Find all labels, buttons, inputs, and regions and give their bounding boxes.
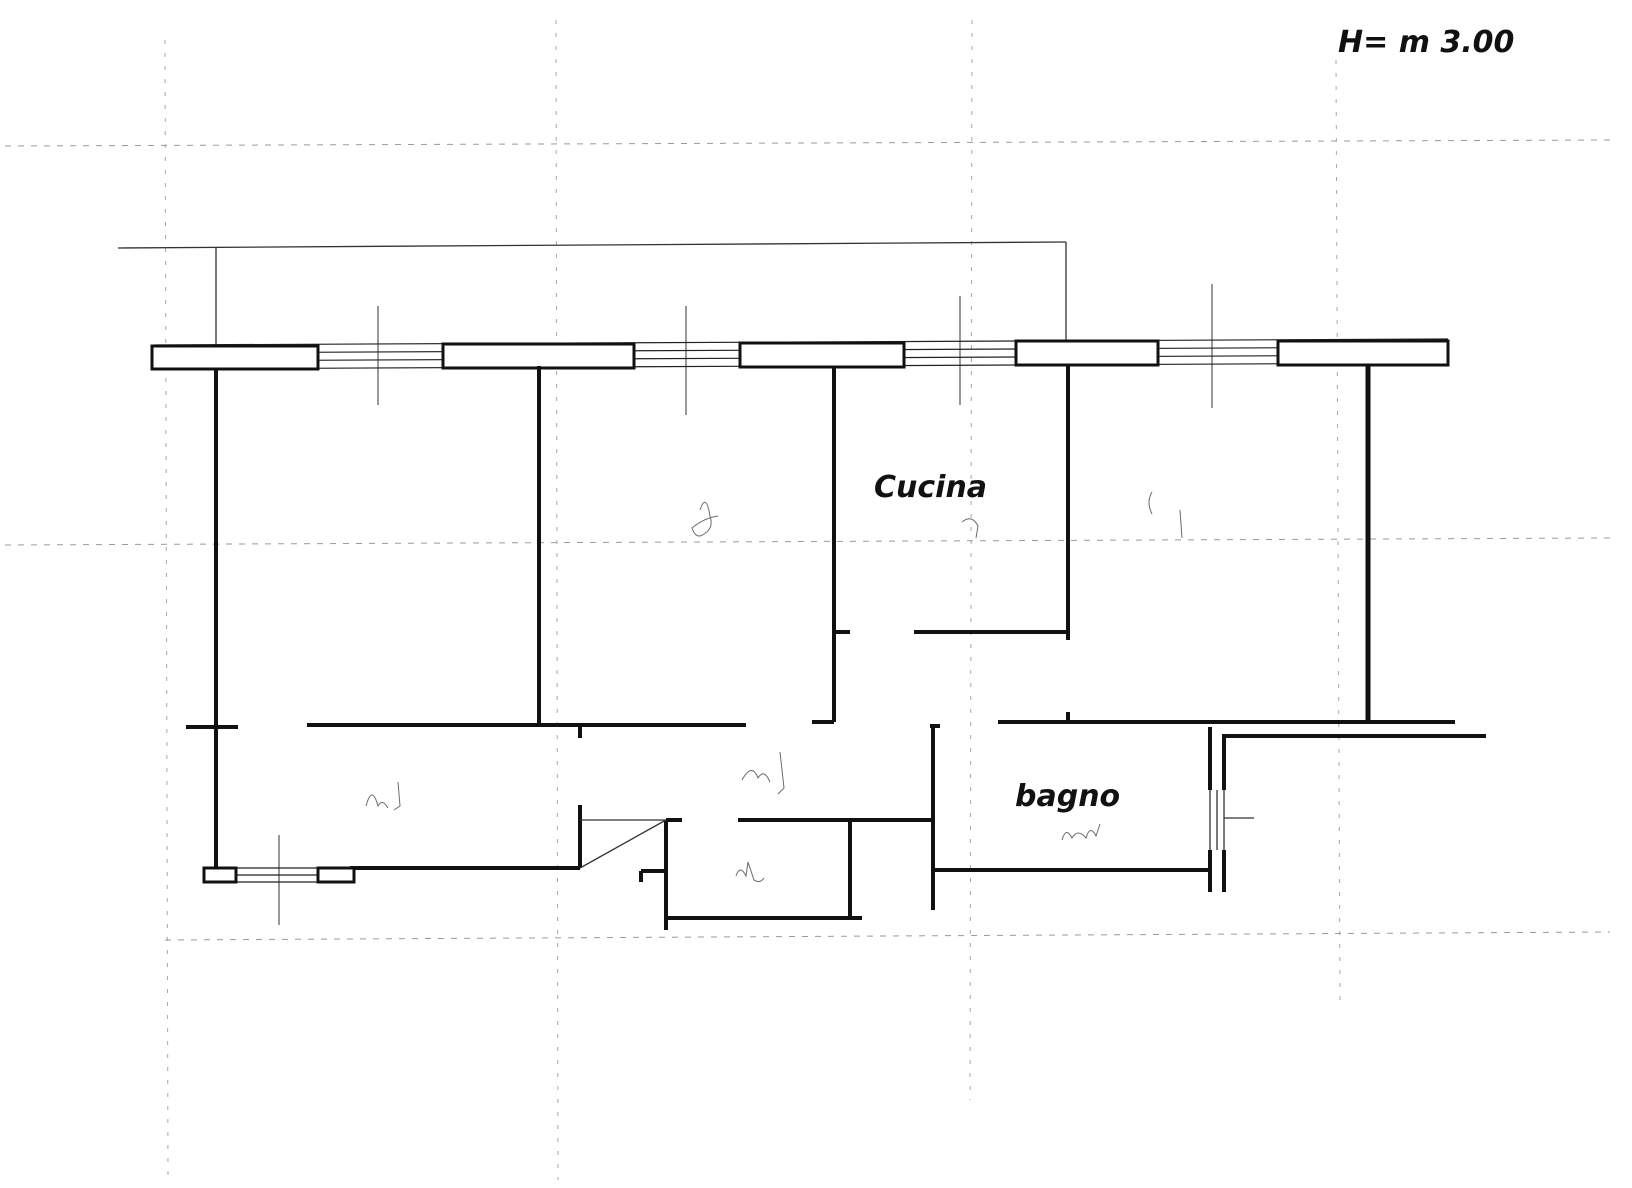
- facade-pier: [738, 341, 906, 369]
- room-label-kitchen: Cucina: [874, 470, 987, 505]
- facade-pier: [1014, 339, 1160, 367]
- top-facade: [150, 338, 1450, 371]
- ceiling-height-note: H= m 3.00: [1338, 25, 1514, 60]
- facade-pier: [316, 866, 356, 884]
- facade-pier: [441, 342, 636, 370]
- window-axis-ticks: [278, 284, 1213, 925]
- facade-pier: [150, 344, 320, 371]
- balcony-outline: [117, 241, 1067, 345]
- interior-walls: [186, 364, 1486, 930]
- facade-pier: [1276, 339, 1450, 367]
- facade-pier: [202, 866, 238, 884]
- construction-axes: [4, 19, 1611, 1181]
- faint-handwriting: [365, 491, 1183, 883]
- room-label-bathroom: bagno: [1015, 779, 1120, 814]
